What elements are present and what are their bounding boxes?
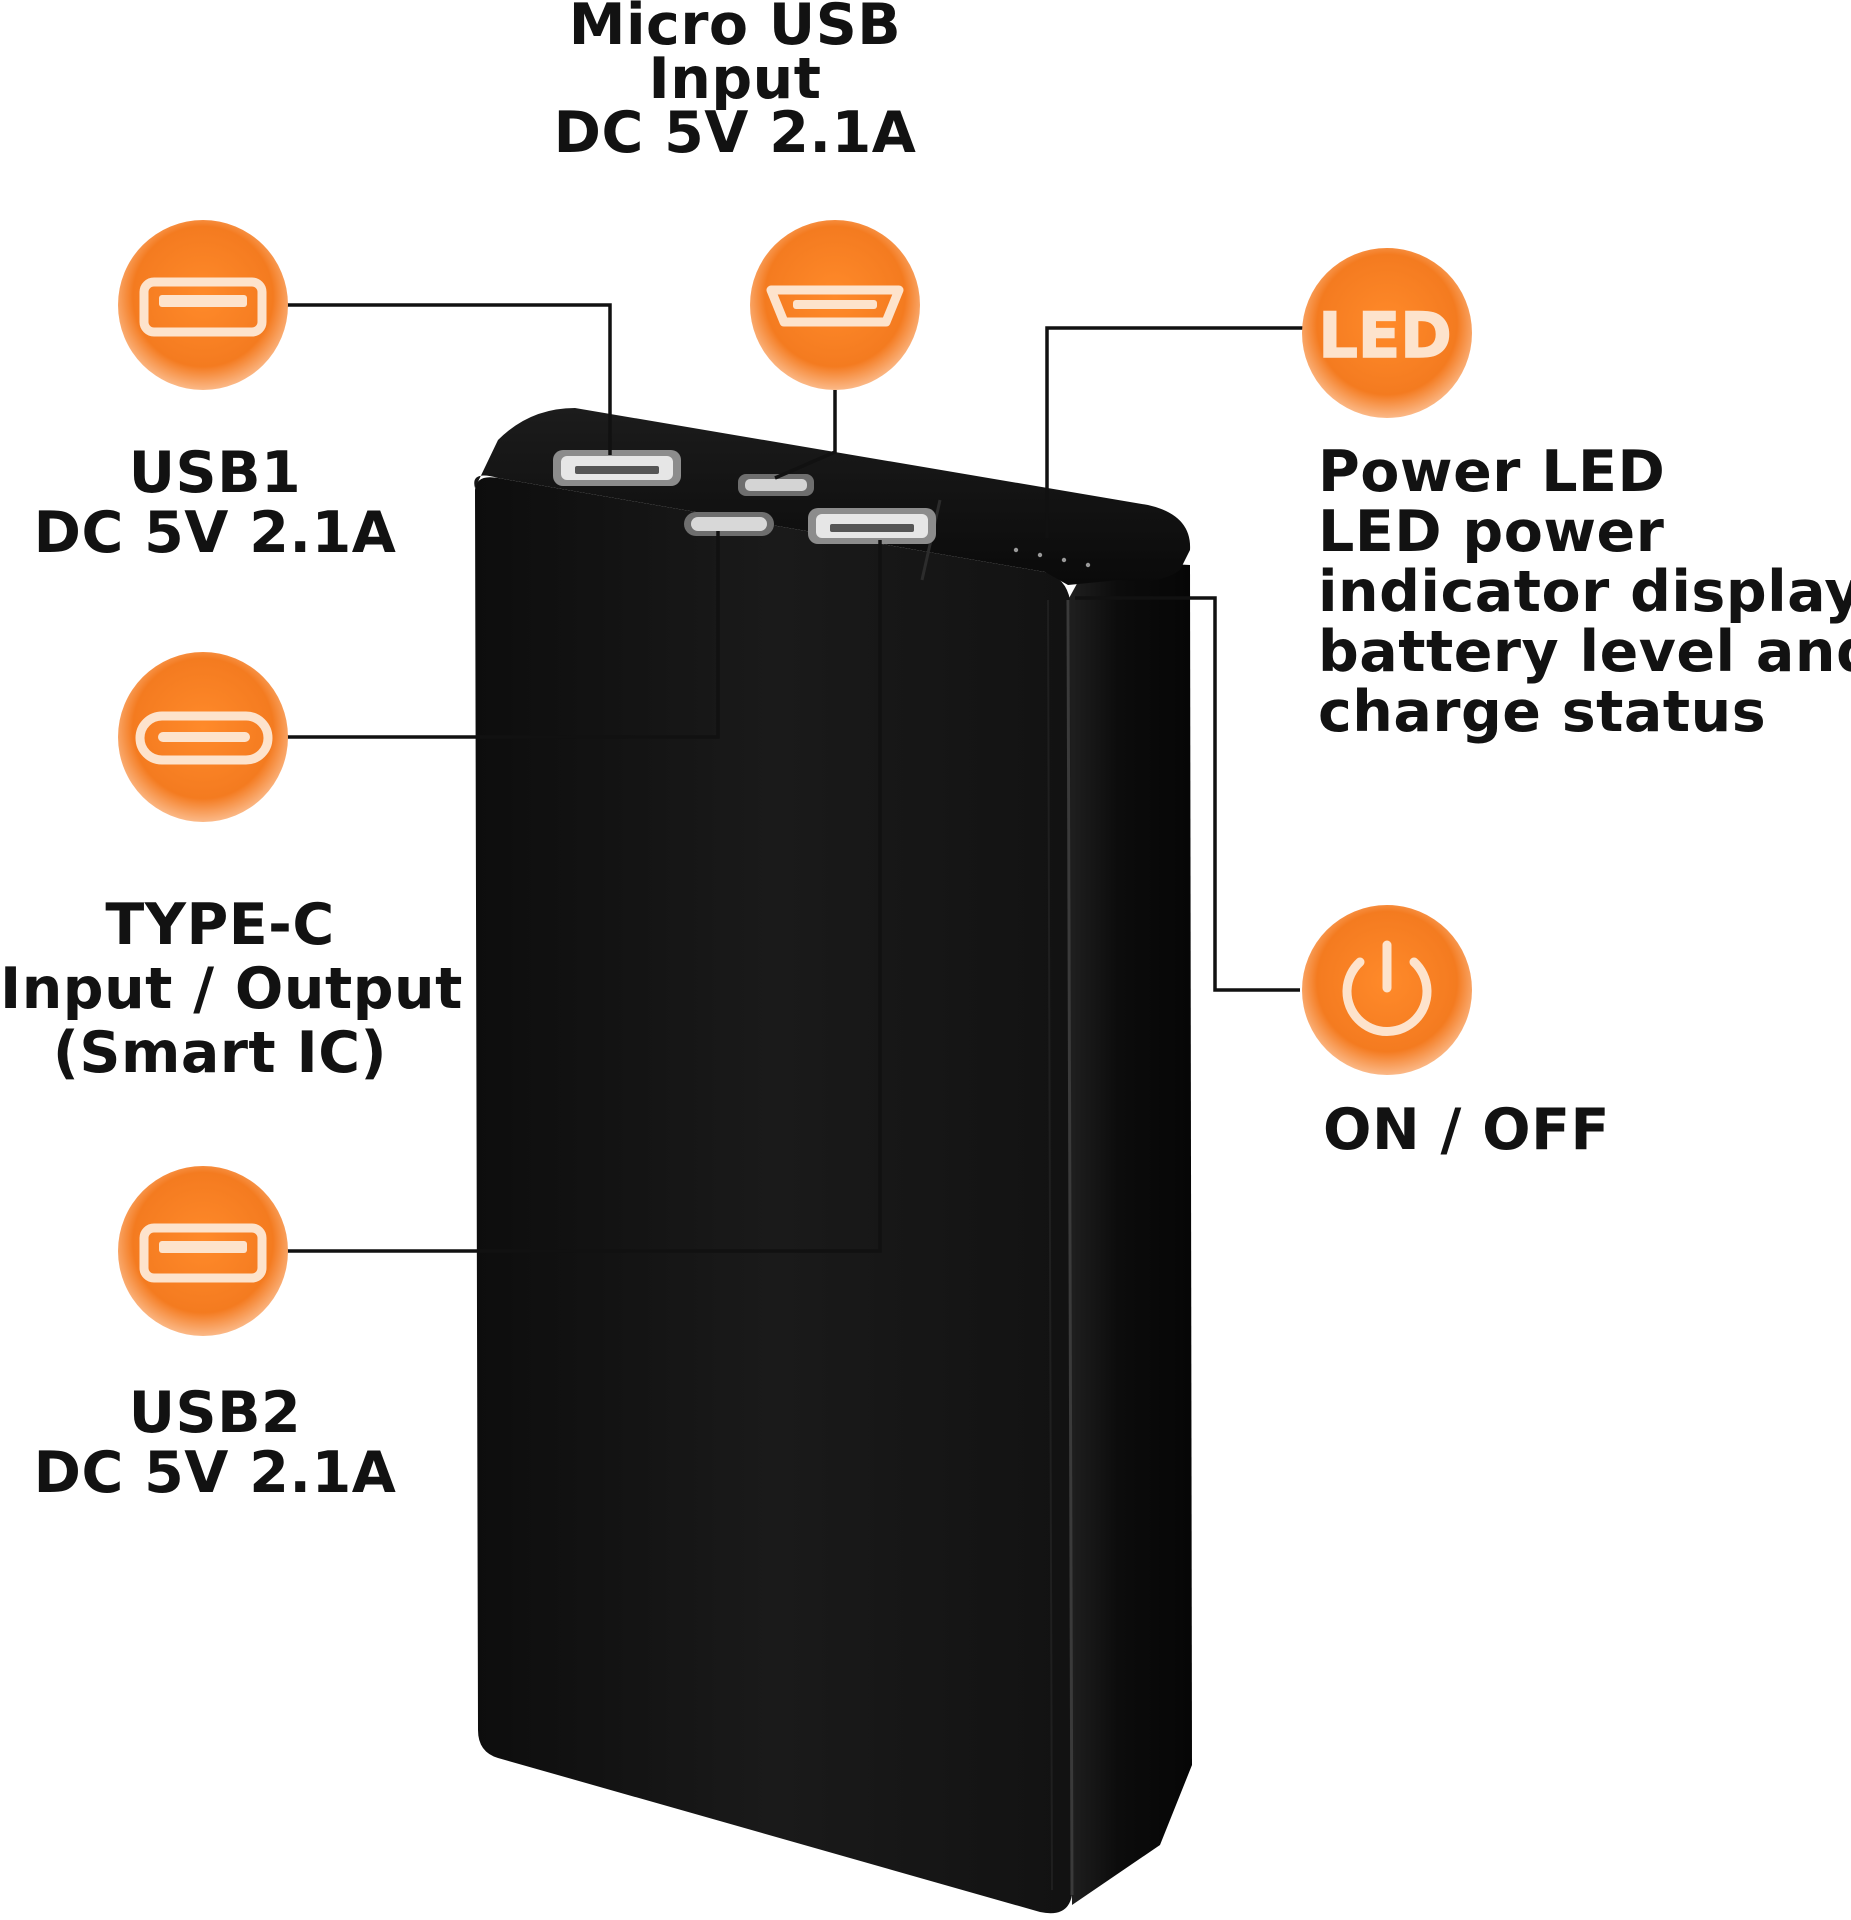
power-led-label-line: Power LED — [1318, 439, 1666, 505]
power-led-label-line: LED power — [1318, 499, 1665, 565]
device-side-face — [1068, 560, 1192, 1905]
micro-usb-port-icon — [750, 220, 920, 390]
micro-usb-label-line: Micro USB — [568, 0, 902, 58]
micro-usb-line — [774, 390, 837, 480]
usb1-line — [285, 303, 612, 455]
usb-a-port-icon — [118, 220, 288, 390]
on-off-label-line: ON / OFF — [1323, 1097, 1610, 1163]
power-icon — [1302, 905, 1472, 1075]
usb-c-port-icon — [118, 652, 288, 822]
type-c-label-line: Input / Output — [0, 956, 463, 1022]
power-led-label-line: indicator displays — [1318, 559, 1851, 625]
micro-usb-label: Micro USB Input DC 5V 2.1A — [515, 0, 955, 166]
on-off-label: ON / OFF — [1323, 1100, 1610, 1160]
led-indicator-dots — [1013, 547, 1091, 568]
power-led-label: Power LED LED power indicator displays b… — [1318, 442, 1851, 742]
usb2-label: USB2 DC 5V 2.1A — [0, 1383, 430, 1503]
power-led-label-line: charge status — [1318, 679, 1767, 745]
micro-usb-port — [738, 474, 814, 496]
type-c-port — [684, 512, 774, 536]
usb2-label-line: USB2 — [128, 1380, 302, 1446]
power-bank-device — [474, 408, 1192, 1914]
callout-lines — [285, 303, 1305, 1253]
usb1-port — [553, 450, 681, 486]
usb1-label-line: USB1 — [128, 440, 302, 506]
micro-usb-label-line: DC 5V 2.1A — [553, 100, 917, 166]
type-c-line — [285, 531, 720, 739]
led-icon: LED — [1302, 248, 1472, 418]
usb1-label-line: DC 5V 2.1A — [33, 500, 397, 566]
usb-a-port-icon — [118, 1166, 288, 1336]
led-line — [1045, 326, 1305, 538]
usb2-line — [285, 540, 882, 1253]
usb2-label-line: DC 5V 2.1A — [33, 1440, 397, 1506]
device-front-face — [475, 477, 1072, 1914]
on-off-line — [1075, 596, 1300, 992]
type-c-label-line: (Smart IC) — [52, 1020, 388, 1086]
power-led-label-line: battery level and — [1318, 619, 1851, 685]
led-icon-text: LED — [1318, 299, 1451, 372]
type-c-label: TYPE-C Input / Output (Smart IC) — [0, 892, 463, 1086]
usb1-label: USB1 DC 5V 2.1A — [0, 443, 430, 563]
micro-usb-label-line: Input — [648, 46, 822, 112]
type-c-label-line: TYPE-C — [105, 892, 335, 958]
usb2-port — [808, 508, 936, 544]
